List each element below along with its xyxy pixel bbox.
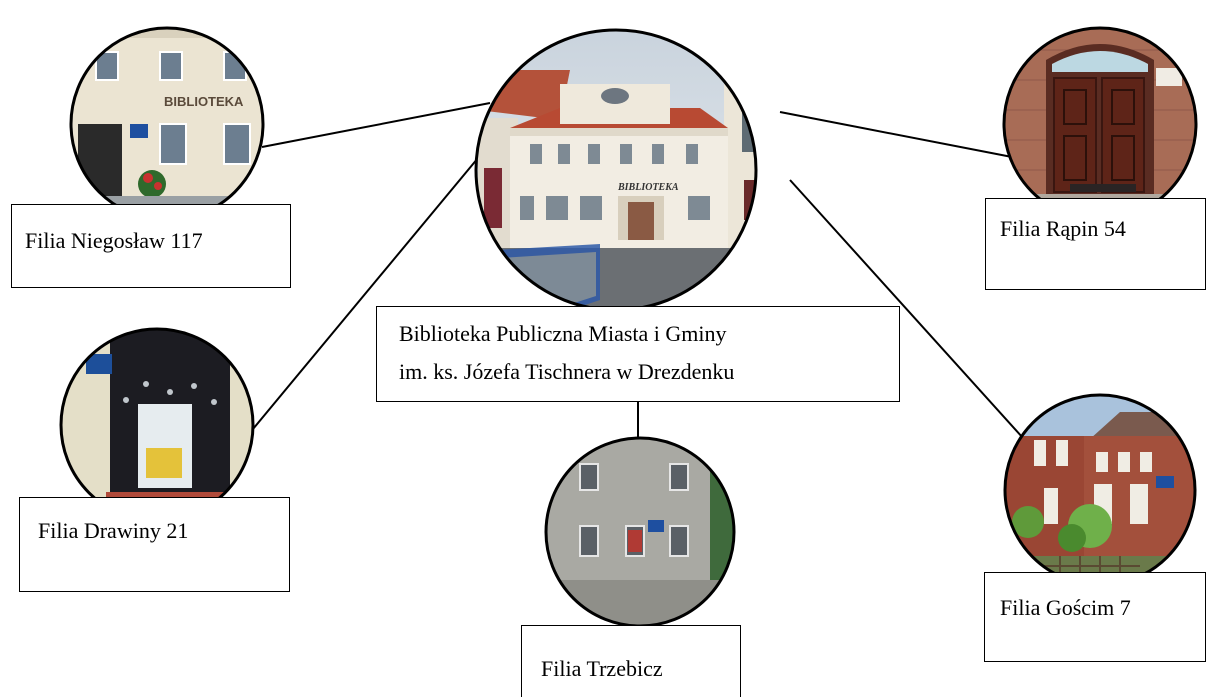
niegoslaw-photo-sign: BIBLIOTEKA bbox=[164, 94, 244, 109]
label-trzebicz: Filia Trzebicz bbox=[541, 656, 663, 681]
label-box-drawiny: Filia Drawiny 21 bbox=[19, 497, 290, 592]
center-photo-sign: BIBLIOTEKA bbox=[617, 182, 679, 193]
label-center-line2: im. ks. Józefa Tischnera w Drezdenku bbox=[399, 359, 735, 384]
connector-lines bbox=[242, 102, 1024, 442]
trzebicz-photo bbox=[544, 436, 736, 628]
niegoslaw-photo: BIBLIOTEKA bbox=[69, 26, 265, 222]
label-rapin: Filia Rąpin 54 bbox=[1000, 216, 1126, 241]
label-box-center: Biblioteka Publiczna Miasta i Gminy im. … bbox=[376, 306, 900, 402]
label-drawiny: Filia Drawiny 21 bbox=[38, 518, 189, 543]
center-library-photo: BIBLIOTEKA bbox=[474, 28, 758, 312]
connector-niegoslaw bbox=[261, 102, 491, 148]
connector-goscim bbox=[789, 179, 1024, 439]
label-center-line1: Biblioteka Publiczna Miasta i Gminy bbox=[399, 321, 727, 346]
goscim-photo bbox=[1003, 393, 1197, 587]
connector-rapin bbox=[779, 111, 1013, 158]
label-box-goscim: Filia Gościm 7 bbox=[984, 572, 1206, 662]
label-box-trzebicz: Filia Trzebicz bbox=[521, 625, 741, 697]
rapin-photo bbox=[1002, 26, 1198, 222]
drawiny-photo bbox=[59, 327, 255, 523]
label-goscim: Filia Gościm 7 bbox=[1000, 595, 1131, 620]
label-box-rapin: Filia Rąpin 54 bbox=[985, 198, 1206, 290]
label-niegoslaw: Filia Niegosław 117 bbox=[25, 228, 203, 253]
connector-drawiny bbox=[242, 157, 479, 442]
label-box-niegoslaw: Filia Niegosław 117 bbox=[11, 204, 291, 288]
